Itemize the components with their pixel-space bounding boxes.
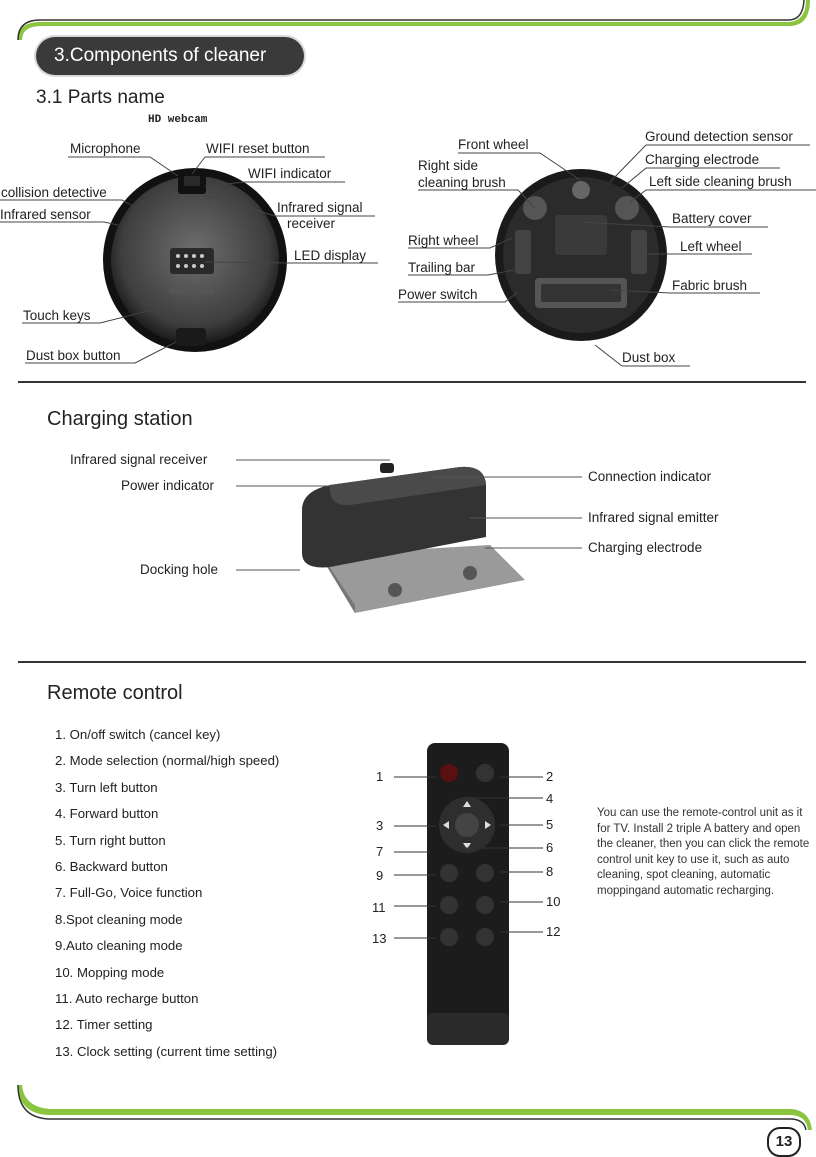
- label-connection-indicator: Connection indicator: [588, 469, 712, 484]
- charging-station-heading: Charging station: [47, 408, 193, 430]
- list-item: 7. Full-Go, Voice function: [55, 885, 203, 901]
- robot-bottom-view-image: [495, 169, 667, 341]
- section-divider: [18, 381, 806, 383]
- label-infrared-signal-receiver-line1: Infrared signal: [277, 200, 363, 215]
- remote-callout-5: 5: [546, 817, 554, 832]
- label-battery-cover: Battery cover: [672, 211, 752, 226]
- robot-top-view-image: [103, 168, 287, 352]
- remote-callout-11: 11: [372, 900, 386, 915]
- remote-description: You can use the remote-control unit as i…: [597, 807, 810, 897]
- label-front-wheel: Front wheel: [458, 137, 529, 152]
- remote-callout-2: 2: [546, 769, 554, 784]
- label-left-side-cleaning-brush: Left side cleaning brush: [649, 174, 792, 189]
- charging-leader-lines: [236, 459, 582, 571]
- list-item: 13. Clock setting (current time setting): [55, 1043, 278, 1059]
- label-collision-detective: collision detective: [1, 185, 107, 200]
- remote-callout-12: 12: [546, 924, 561, 939]
- label-left-wheel: Left wheel: [680, 239, 742, 254]
- remote-callout-8: 8: [546, 864, 554, 879]
- section-header-title: 3.Components of cleaner: [54, 45, 267, 66]
- label-power-switch: Power switch: [398, 287, 478, 302]
- remote-callout-10: 10: [546, 894, 561, 909]
- bottom-view-leader-lines: [398, 144, 816, 367]
- list-item: 4. Forward button: [55, 806, 159, 822]
- bottom-swoosh-decoration: [17, 1085, 812, 1130]
- label-charging-electrode-station: Charging electrode: [588, 540, 703, 555]
- remote-control-heading: Remote control: [47, 682, 183, 704]
- list-item: 11. Auto recharge button: [55, 990, 199, 1006]
- label-right-side-line1: Right side: [418, 158, 479, 173]
- section-divider: [18, 661, 806, 663]
- charging-station-image: [302, 463, 525, 613]
- remote-callout-7: 7: [376, 844, 384, 859]
- parts-name-heading: 3.1 Parts name: [36, 87, 165, 108]
- list-item: 8.Spot cleaning mode: [55, 911, 183, 927]
- remote-callout-13: 13: [372, 931, 387, 946]
- label-trailing-bar: Trailing bar: [408, 260, 476, 275]
- list-item: 5. Turn right button: [55, 832, 166, 848]
- label-microphone: Microphone: [70, 141, 141, 156]
- remote-leader-lines: [394, 776, 543, 939]
- label-infrared-signal-receiver-line2: receiver: [287, 216, 336, 231]
- label-docking-hole: Docking hole: [140, 562, 219, 577]
- list-item: 3. Turn left button: [55, 779, 158, 795]
- top-swoosh-decoration: [17, 0, 810, 40]
- label-right-wheel: Right wheel: [408, 233, 479, 248]
- section-header: 3.Components of cleaner: [36, 37, 304, 75]
- label-charging-electrode: Charging electrode: [645, 152, 760, 167]
- hd-webcam-label: HD webcam: [148, 114, 208, 126]
- label-infrared-sensor: Infrared sensor: [0, 207, 91, 222]
- top-view-leader-lines: [0, 156, 378, 364]
- label-wifi-reset-button: WIFI reset button: [206, 141, 310, 156]
- label-power-indicator: Power indicator: [121, 478, 215, 493]
- list-item: 2. Mode selection (normal/high speed): [55, 753, 280, 769]
- page-number: 13: [767, 1127, 801, 1157]
- list-item: 6. Backward button: [55, 858, 168, 874]
- list-item: 12. Timer setting: [55, 1017, 153, 1033]
- remote-callout-3: 3: [376, 818, 384, 833]
- remote-callout-1: 1: [376, 769, 384, 784]
- remote-control-image: [427, 743, 509, 1045]
- label-dust-box: Dust box: [622, 350, 676, 365]
- remote-callout-9: 9: [376, 868, 384, 883]
- remote-callout-4: 4: [546, 791, 554, 806]
- label-wifi-indicator: WIFI indicator: [248, 166, 332, 181]
- remote-function-list: 1. On/off switch (cancel key) 2. Mode se…: [55, 727, 279, 1070]
- label-touch-keys: Touch keys: [23, 308, 91, 323]
- label-infrared-signal-emitter: Infrared signal emitter: [588, 510, 719, 525]
- list-item: 9.Auto cleaning mode: [55, 938, 183, 954]
- list-item: 1. On/off switch (cancel key): [55, 727, 221, 742]
- label-ground-detection-sensor: Ground detection sensor: [645, 129, 793, 144]
- label-right-side-line2: cleaning brush: [418, 175, 506, 190]
- label-fabric-brush: Fabric brush: [672, 278, 748, 293]
- label-infrared-signal-receiver: Infrared signal receiver: [70, 452, 208, 467]
- list-item: 10. Mopping mode: [55, 964, 165, 980]
- label-led-display: LED display: [294, 248, 367, 263]
- remote-callout-6: 6: [546, 840, 554, 855]
- label-dust-box-button: Dust box button: [26, 348, 121, 363]
